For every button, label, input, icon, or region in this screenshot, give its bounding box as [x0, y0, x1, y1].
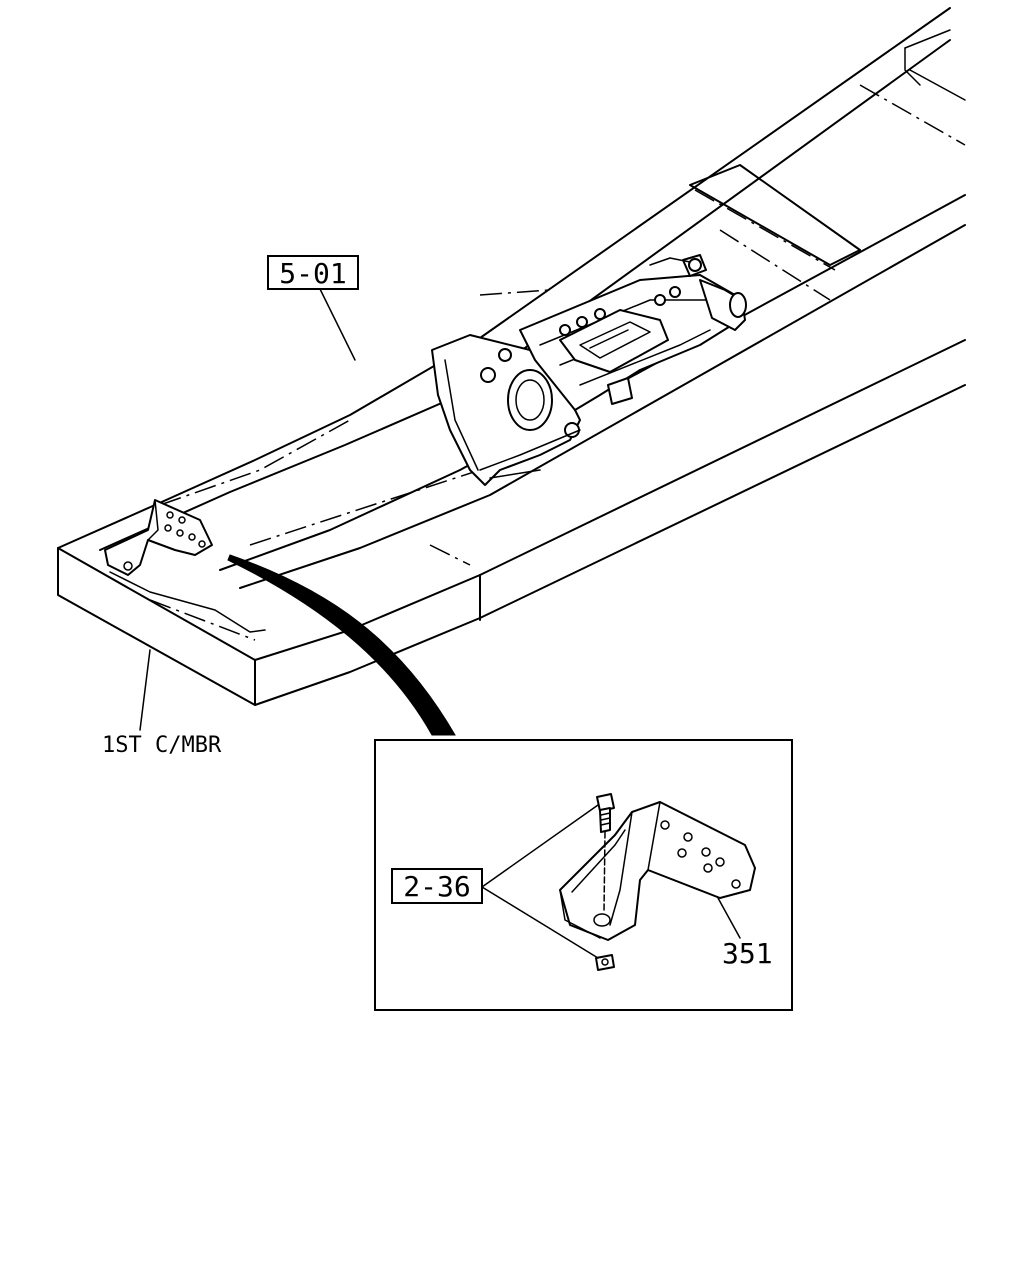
bracket-351 — [559, 801, 756, 941]
detail-view: 2-36 351 — [374, 739, 793, 1011]
chassis-frame — [57, 7, 966, 706]
housing-bolt-boss — [480, 367, 496, 383]
leader-to-nut — [481, 886, 599, 959]
frame-centerline-front — [159, 419, 351, 506]
leader-to-bolt — [481, 804, 599, 888]
input-shaft-bore — [507, 369, 553, 431]
bracket-on-frame — [104, 499, 213, 576]
part-number-label: 351 — [722, 937, 773, 970]
shift-cover — [559, 309, 669, 373]
transmission-assembly — [431, 254, 747, 486]
output-flange — [729, 292, 747, 318]
frame-centerline-mid — [249, 469, 481, 546]
side-module — [607, 377, 633, 405]
rear-crossmember — [689, 164, 861, 301]
frame-ref-label: 5-01 — [279, 257, 346, 290]
leader-frame-ref — [319, 288, 356, 361]
nut — [595, 954, 615, 971]
detail-callout-arrow — [227, 554, 456, 736]
frame-ref-callout: 5-01 — [267, 255, 359, 290]
leader-to-bracket — [717, 897, 741, 939]
leader-crossmember — [139, 649, 151, 731]
frame-section-mark — [429, 544, 471, 566]
bracket-mount-hole — [593, 913, 611, 927]
hardware-ref-callout: 2-36 — [391, 868, 483, 904]
crossmember-label: 1ST C/MBR — [102, 733, 222, 758]
frame-section-mark-2 — [479, 289, 551, 296]
hardware-ref-label: 2-36 — [403, 870, 470, 903]
bolt — [596, 793, 615, 913]
